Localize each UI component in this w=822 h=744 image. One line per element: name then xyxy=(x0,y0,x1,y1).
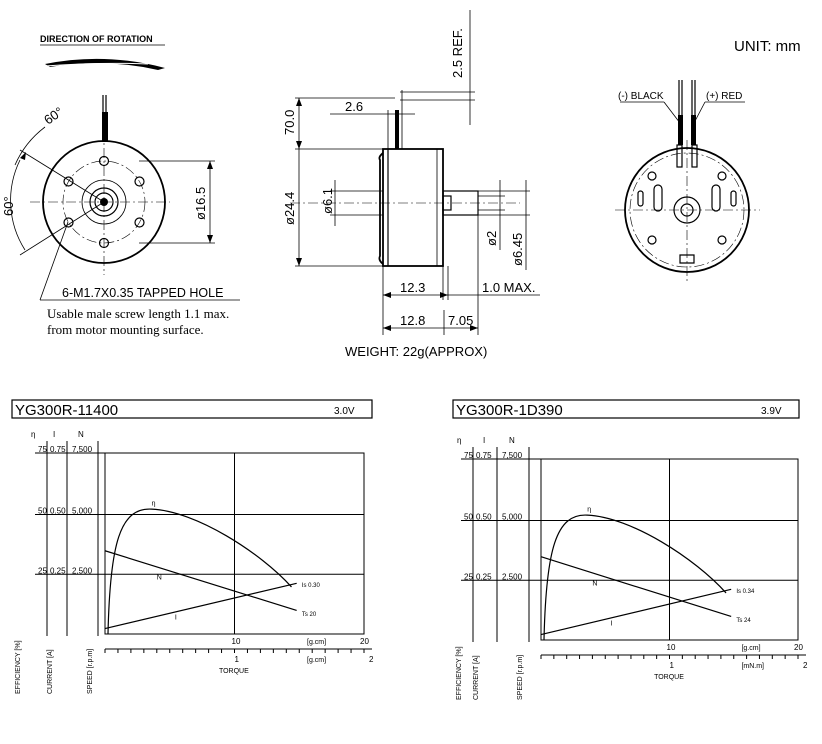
row-i-value: 0.75 xyxy=(476,451,492,460)
current-axis-title: CURRENT [A] xyxy=(47,649,54,694)
chart-model-title: YG300R-11400 xyxy=(15,402,118,419)
bottom-tick-1: 1 xyxy=(235,655,240,664)
n-line-label: N xyxy=(592,581,597,588)
ts-label: Ts 20 xyxy=(302,612,317,618)
top-tick-10: 10 xyxy=(667,643,676,652)
col-n-header: N xyxy=(509,436,515,445)
is-label: Is 0.34 xyxy=(736,589,755,595)
col-eta-header: η xyxy=(457,436,461,445)
torque-label: TORQUE xyxy=(654,674,684,681)
efficiency-curve xyxy=(543,514,727,641)
row-eta-value: 75 xyxy=(464,451,473,460)
eta-curve-label: η xyxy=(152,500,156,507)
dia-2: ø2 xyxy=(484,231,499,246)
current-line xyxy=(104,582,297,630)
dim-12-8: 12.8 xyxy=(400,313,425,328)
speed-axis-title: SPEED [r.p.m] xyxy=(87,649,94,694)
weight-label: WEIGHT: 22g(APPROX) xyxy=(345,344,487,359)
efficiency-axis-title: EFFICIENCY [%] xyxy=(456,646,463,700)
row-i-value: 0.25 xyxy=(50,566,66,575)
ts-label: Ts 24 xyxy=(736,618,751,624)
tapped-holes xyxy=(63,155,145,249)
angle-top: 60° xyxy=(41,104,66,128)
chart-title-box xyxy=(452,399,800,419)
dim-12-3: 12.3 xyxy=(400,280,425,295)
speed-line xyxy=(540,556,732,618)
dim-1-0-max: 1.0 MAX. xyxy=(482,280,535,295)
motor-body-side xyxy=(382,148,444,267)
dim-70: 70.0 xyxy=(282,110,297,135)
row-n-value: 7,500 xyxy=(72,445,93,454)
eta-curve-label: η xyxy=(587,506,591,513)
torque-label: TORQUE xyxy=(219,668,249,675)
col-i-header: I xyxy=(53,430,55,439)
current-line xyxy=(540,588,732,636)
speed-line xyxy=(104,550,297,612)
dia-16-5: ø16.5 xyxy=(193,187,208,220)
rotation-label: DIRECTION OF ROTATION xyxy=(40,34,153,44)
top-unit: [g.cm] xyxy=(307,639,326,646)
dia-6-45: ø6.45 xyxy=(510,233,525,266)
row-eta-value: 50 xyxy=(464,513,473,522)
row-i-value: 0.25 xyxy=(476,572,492,581)
speed-axis-title: SPEED [r.p.m] xyxy=(517,655,524,700)
chart-voltage: 3.9V xyxy=(761,406,782,417)
dim-2-6: 2.6 xyxy=(345,99,363,114)
ref-2-5: 2.5 REF. xyxy=(450,28,465,78)
chart-title-box xyxy=(11,399,373,419)
top-unit: [g.cm] xyxy=(741,645,760,652)
row-eta-value: 50 xyxy=(38,507,47,516)
dia-6-1: ø6.1 xyxy=(320,188,335,214)
bottom-unit: [g.cm] xyxy=(307,657,326,664)
top-tick-10: 10 xyxy=(232,637,241,646)
top-tick-20: 20 xyxy=(360,637,369,646)
rotation-arrow-icon xyxy=(45,58,165,70)
row-n-value: 2,500 xyxy=(72,566,93,575)
efficiency-axis-title: EFFICIENCY [%] xyxy=(15,640,22,694)
red-wire-label: (+) RED xyxy=(706,91,742,102)
bottom-tick-1: 1 xyxy=(670,661,675,670)
note-line-1: Usable male screw length 1.1 max. xyxy=(47,306,229,321)
chart-model-title: YG300R-1D390 xyxy=(456,402,563,419)
n-line-label: N xyxy=(157,575,162,582)
col-eta-header: η xyxy=(31,430,35,439)
row-i-value: 0.50 xyxy=(476,513,492,522)
angle-left: 60° xyxy=(1,196,16,216)
col-n-header: N xyxy=(78,430,84,439)
row-eta-value: 25 xyxy=(38,566,47,575)
row-i-value: 0.50 xyxy=(50,507,66,516)
i-line-label: I xyxy=(175,615,177,622)
note-line-2: from motor mounting surface. xyxy=(47,322,204,337)
dia-24-4: ø24.4 xyxy=(282,192,297,225)
bottom-unit: [mN.m] xyxy=(741,663,764,670)
is-label: Is 0.30 xyxy=(302,583,321,589)
rear-view: (-) BLACK (+) RED xyxy=(615,80,760,282)
front-view: DIRECTION OF ROTATION 60 xyxy=(1,34,240,337)
col-i-header: I xyxy=(483,436,485,445)
side-view: 2.5 REF. 70.0 2.6 ø24.4 ø6.1 ø2 ø6.45 xyxy=(282,10,540,359)
bottom-tick-2: 2 xyxy=(803,661,808,670)
row-n-value: 7,500 xyxy=(502,451,523,460)
dim-7-05: 7.05 xyxy=(448,313,473,328)
efficiency-curve xyxy=(107,508,292,635)
top-tick-20: 20 xyxy=(794,643,803,652)
hole-spec: 6-M1.7X0.35 TAPPED HOLE xyxy=(62,286,223,300)
unit-label: UNIT: mm xyxy=(734,38,801,55)
row-eta-value: 75 xyxy=(38,445,47,454)
black-wire-label: (-) BLACK xyxy=(618,91,664,102)
bottom-tick-2: 2 xyxy=(369,655,374,664)
row-n-value: 2,500 xyxy=(502,572,523,581)
i-line-label: I xyxy=(610,621,612,628)
row-n-value: 5,000 xyxy=(502,513,523,522)
row-n-value: 5,000 xyxy=(72,507,93,516)
row-i-value: 0.75 xyxy=(50,445,66,454)
row-eta-value: 25 xyxy=(464,572,473,581)
current-axis-title: CURRENT [A] xyxy=(473,655,480,700)
chart-voltage: 3.0V xyxy=(334,406,355,417)
